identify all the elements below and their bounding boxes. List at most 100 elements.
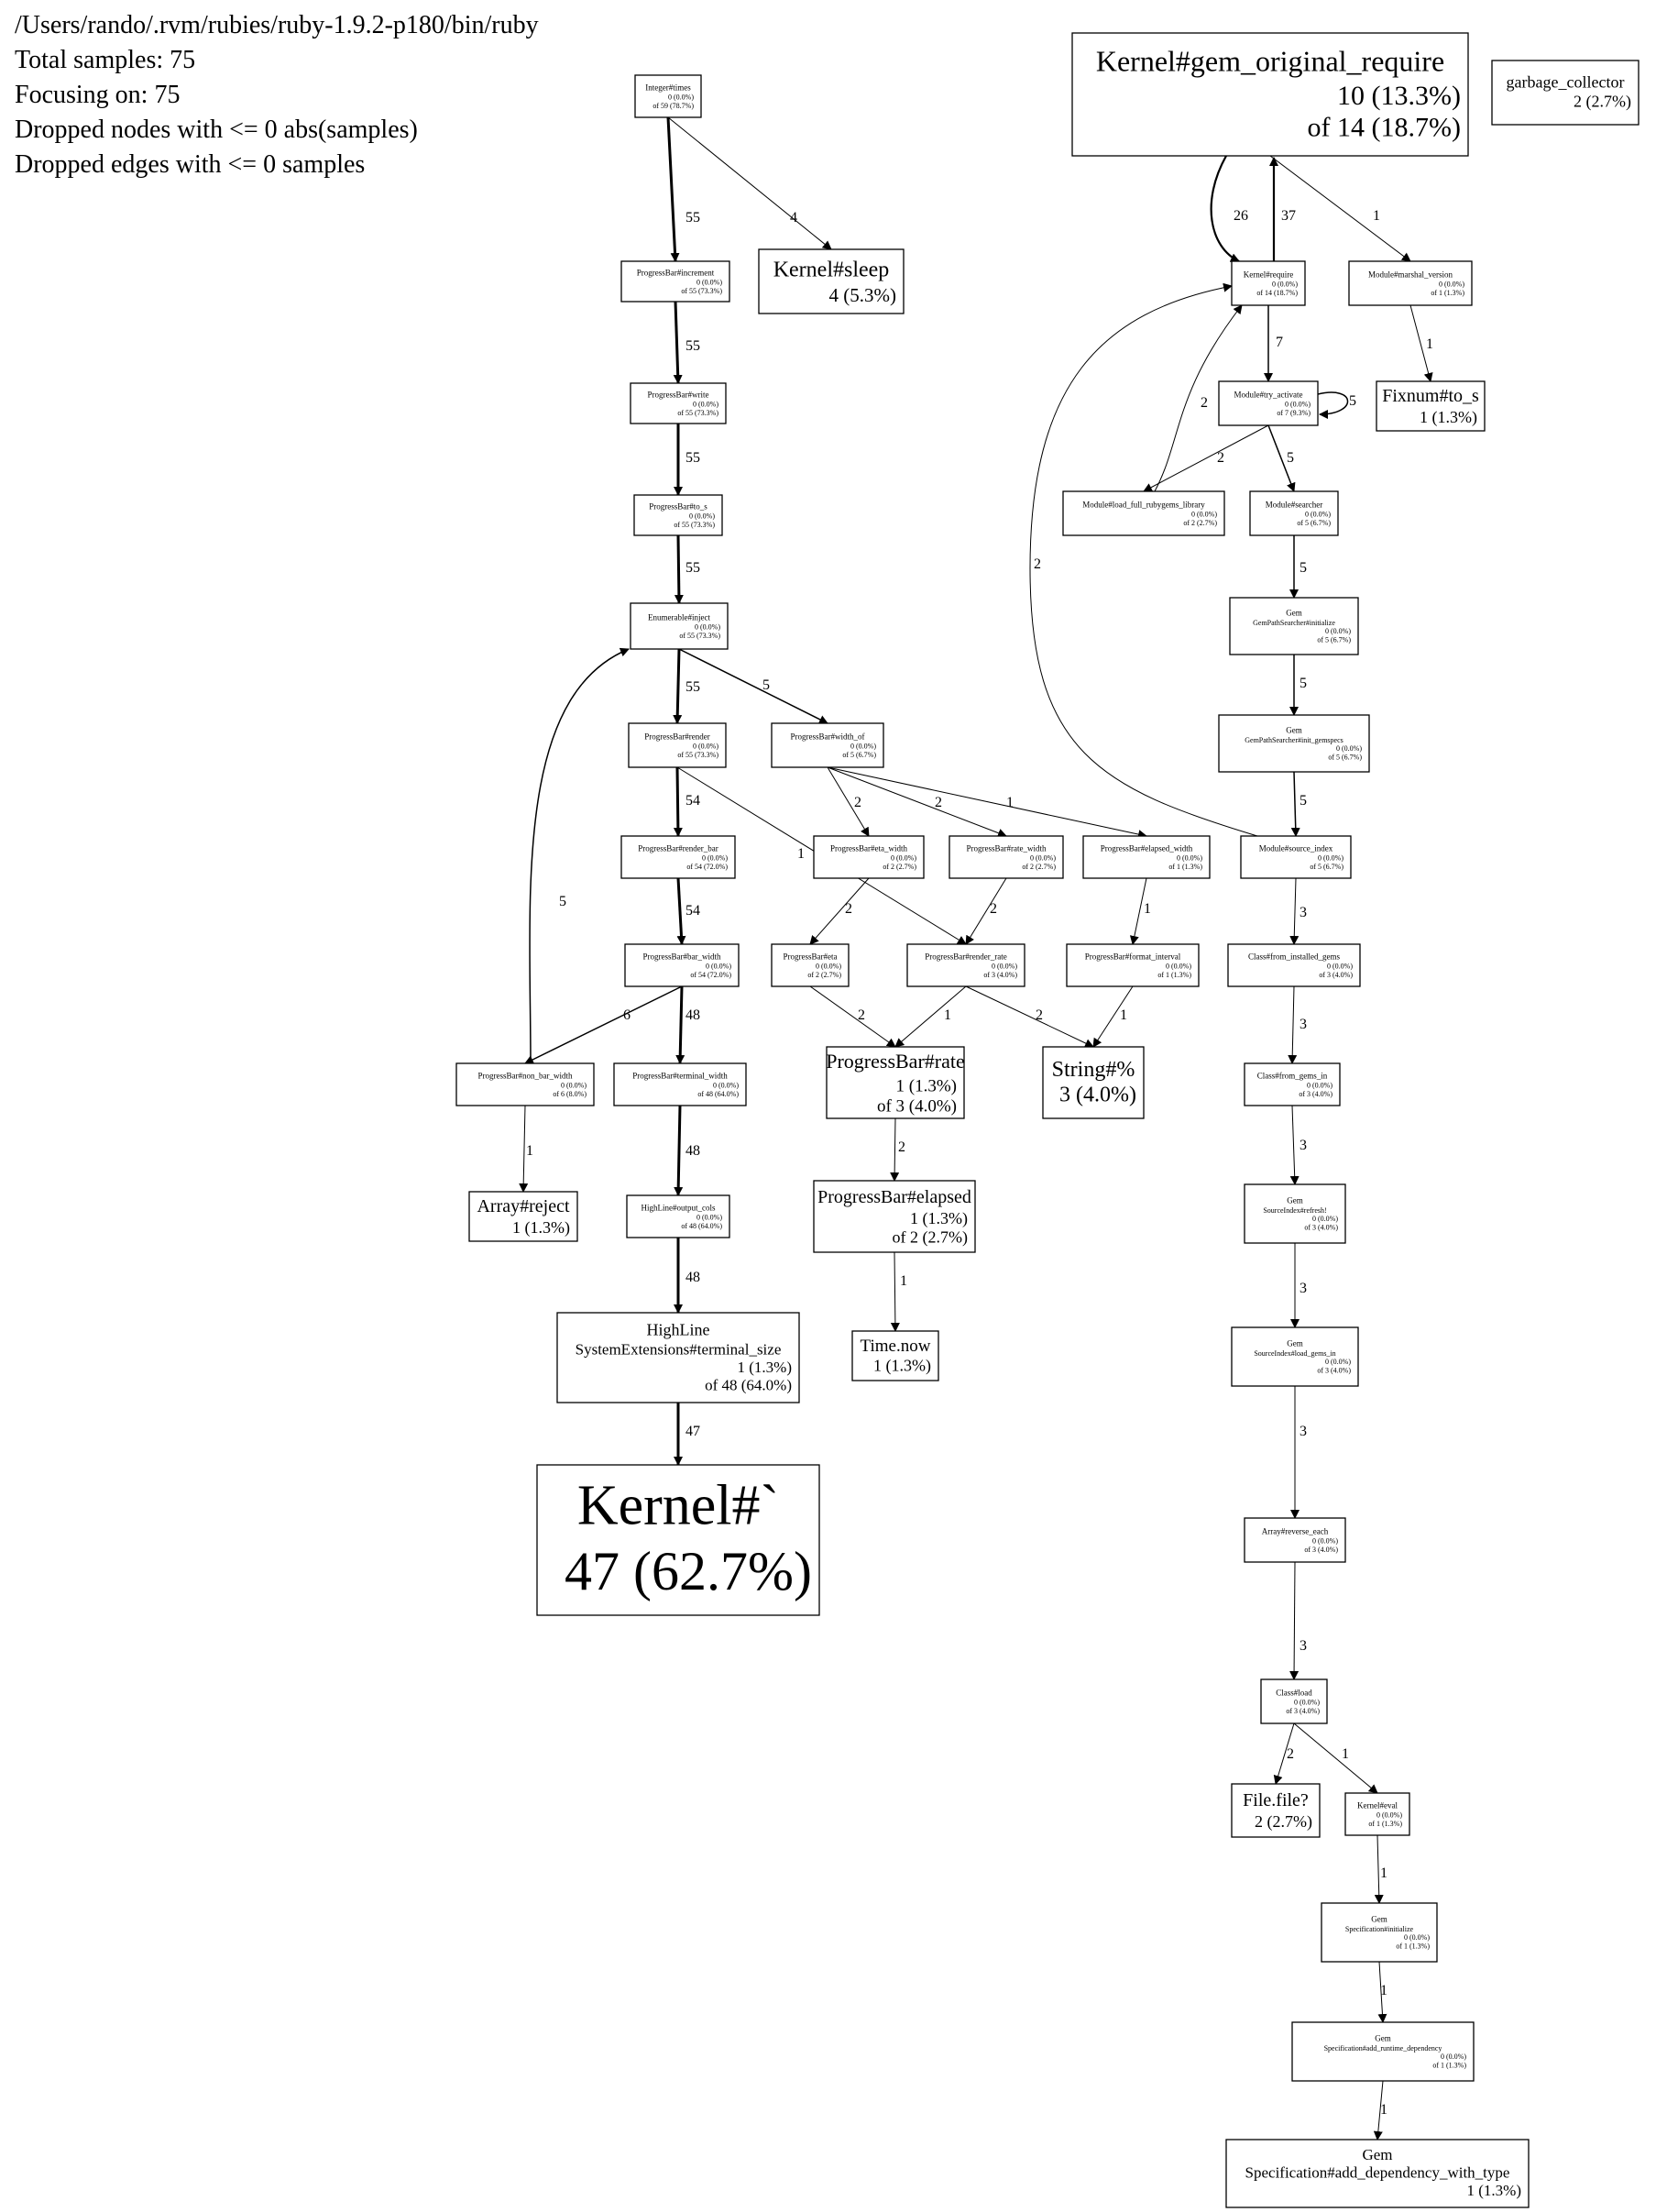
edge-label: 1 [1144,901,1151,917]
node-label: Class#from_installed_gems [1248,952,1340,961]
node-label: ProgressBar#format_interval [1085,952,1181,961]
node-label: ProgressBar#elapsed_width [1101,843,1193,853]
node-label: Gem [1287,1339,1303,1348]
edge-label: 3 [1300,1638,1307,1654]
node-label: Module#load_full_rubygems_library [1082,500,1205,509]
node-box [1344,1792,1410,1836]
node-stat: of 14 (18.7%) [1256,289,1298,297]
node-stat: 0 (0.0%) [702,854,728,863]
node-stat: of 48 (64.0%) [681,1222,722,1230]
edge-label: 1 [797,846,805,862]
edge-label: 55 [685,210,700,226]
node-pb-width-of: ProgressBar#width_of0 (0.0%)of 5 (6.7%) [771,722,884,768]
node-box [624,943,740,987]
edge-pb-width-of-to-pb-eta-width [827,766,870,837]
node-class-from-gems-in: Class#from_gems_in0 (0.0%)of 3 (4.0%) [1244,1062,1341,1106]
node-stat: 0 (0.0%) [696,279,722,287]
edge-pb-rate-width-to-pb-render-rate [965,877,1007,945]
node-label: Gem [1375,2034,1391,2043]
edge-pb-render-rate-to-string-pct [965,985,1094,1048]
edge-kernel-gem-original-require-to-module-marshal-version [1269,155,1411,262]
node-box [813,835,925,879]
edge-label: 1 [1380,2102,1387,2118]
node-stat: 0 (0.0%) [1441,2052,1466,2061]
edge-pb-render-bar-to-pb-bar-width [676,877,686,945]
node-box [455,1062,595,1106]
edge-integer-times-to-pb-increment [666,116,680,262]
node-stat: 0 (0.0%) [1404,1933,1430,1942]
node-stat: of 1 (1.3%) [1368,1820,1402,1828]
node-stat: of 55 (73.3%) [677,409,718,417]
edge-pb-elapsed-to-time-now [890,1251,900,1332]
node-stat: 0 (0.0%) [706,963,731,971]
node-box [1348,260,1473,306]
node-box [1062,490,1225,536]
node-box [1291,2021,1475,2082]
edge-label: 1 [526,1143,533,1159]
node-stat: 1 (1.3%) [512,1218,570,1238]
node-gem-spec-add-dependency-with-type: GemSpecification#add_dependency_with_typ… [1225,2139,1530,2208]
node-box [1244,1062,1341,1106]
edge-pb-terminal-width-to-hl-output-cols [674,1105,684,1196]
edge-label: 1 [1380,1983,1387,1998]
edge-label: 1 [1006,795,1014,810]
edge-pb-to-s-to-enum-inject [674,534,684,604]
edge-integer-times-to-kernel-sleep [667,116,832,250]
edge-pb-elapsed-width-to-pb-format-interval [1129,877,1147,945]
node-stat: 0 (0.0%) [689,512,715,521]
node-stat: 0 (0.0%) [891,854,916,863]
edge-label: 2 [935,795,942,810]
node-stat: of 3 (4.0%) [1317,1366,1351,1374]
edge-label: 1 [944,1007,951,1023]
edge-label: 54 [685,793,700,809]
node-label: Fixnum#to_s [1382,386,1479,406]
node-box [628,722,727,768]
node-label: ProgressBar#elapsed [817,1187,971,1207]
node-box [1491,60,1640,126]
edge-enum-inject-to-pb-width-of [678,648,828,724]
node-stat: of 2 (2.7%) [883,863,916,871]
node-box [630,602,729,650]
node-label: ProgressBar#eta_width [830,843,907,853]
node-label: File.file? [1243,1790,1309,1810]
edge-label: 48 [685,1007,700,1023]
node-label: HighLine#output_cols [642,1203,716,1212]
node-label: SourceIndex#refresh! [1263,1206,1326,1215]
edge-label: 5 [1349,393,1356,409]
node-stat: 0 (0.0%) [1336,744,1362,753]
node-stat: 0 (0.0%) [1294,1699,1320,1707]
node-fixnum-to-s: Fixnum#to_s1 (1.3%) [1376,380,1486,432]
edge-label: 2 [1201,395,1208,411]
node-stat: 0 (0.0%) [561,1082,587,1090]
edge-pb-render-to-pb-render-bar [673,766,683,837]
node-label: Class#from_gems_in [1257,1071,1328,1080]
node-stat: of 3 (4.0%) [1304,1223,1338,1231]
edge-array-reverse-each-to-class-load [1289,1561,1300,1680]
node-label: Module#source_index [1259,843,1333,853]
node-box [1321,1902,1438,1963]
node-label: Gem [1286,609,1302,618]
node-label: ProgressBar#increment [637,268,715,277]
node-stat: of 1 (1.3%) [1157,971,1191,979]
node-stat: of 5 (6.7%) [842,751,876,759]
node-file-file: File.file?2 (2.7%) [1231,1783,1321,1838]
node-stat: of 54 (72.0%) [690,971,731,979]
node-box [1218,380,1319,426]
edge-class-load-to-file-file [1273,1722,1295,1785]
edge-module-try-activate-to-module-load-full-rubygems-library [1143,424,1269,492]
